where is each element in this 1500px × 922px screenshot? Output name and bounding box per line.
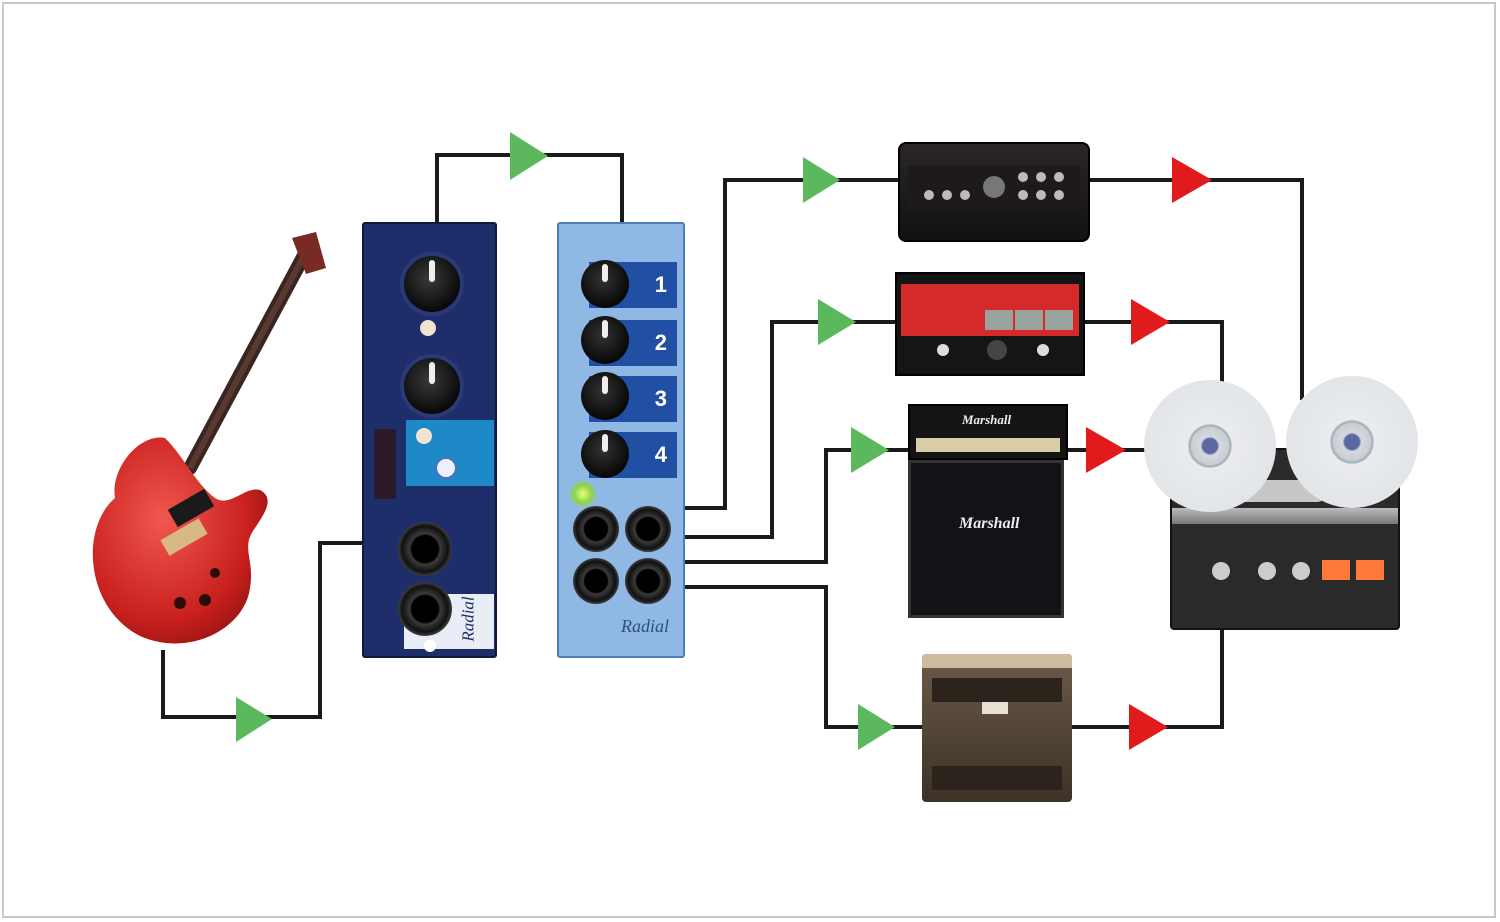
preamp-module: Radial	[362, 222, 497, 658]
marshall-head-logo: Marshall	[962, 412, 1012, 427]
arrow-red-amp2-recorder	[1131, 299, 1170, 345]
drag-knob[interactable]	[434, 456, 458, 480]
combo-amp	[922, 654, 1072, 802]
wire-amp2-to-recorder	[1081, 320, 1224, 400]
bottom-led	[424, 640, 436, 652]
amp-head-2	[895, 272, 1085, 376]
marshall-head: Marshall	[908, 404, 1068, 460]
wire-amp1-to-recorder	[1086, 178, 1304, 400]
channel-4-label: 4	[654, 442, 667, 467]
vu-meter-left	[1322, 560, 1350, 580]
drag-control-panel	[406, 420, 494, 486]
vu-meter-right	[1356, 560, 1384, 580]
channel-4-knob[interactable]	[581, 430, 629, 478]
combo-amp-badge	[982, 702, 1008, 714]
wire-amp4-to-recorder	[1072, 626, 1224, 729]
guitar-icon	[92, 232, 326, 644]
output-jack[interactable]	[398, 582, 452, 636]
marshall-cabinet: Marshall	[908, 460, 1064, 618]
input-jack[interactable]	[398, 522, 452, 576]
tape-reel-left	[1144, 380, 1276, 512]
indicator-leds	[374, 429, 396, 499]
tape-reel-right	[1286, 376, 1418, 508]
splitter-logo: Radial	[621, 616, 669, 636]
marshall-cab-logo: Marshall	[959, 515, 1020, 532]
output-jack-1[interactable]	[573, 506, 619, 552]
channel-1-knob[interactable]	[581, 260, 629, 308]
arrow-red-amp3-recorder	[1086, 427, 1126, 473]
arrow-red-amp4-recorder	[1129, 704, 1168, 750]
channel-2-knob[interactable]	[581, 316, 629, 364]
filter-knob[interactable]	[404, 358, 460, 414]
arrow-green-splitter-amp2	[818, 299, 856, 345]
output-jack-3[interactable]	[573, 558, 619, 604]
gain-knob[interactable]	[404, 256, 460, 312]
drag-button[interactable]	[416, 428, 432, 444]
wire-splitter-to-amp2	[660, 320, 897, 539]
output-jack-2[interactable]	[625, 506, 671, 552]
channel-1-label: 1	[654, 272, 667, 297]
arrow-green-guitar-preamp	[236, 697, 272, 742]
arrow-green-splitter-amp3	[851, 427, 889, 473]
channel-3-knob[interactable]	[581, 372, 629, 420]
arrow-green-splitter-amp1	[803, 157, 840, 203]
toggle-switch[interactable]	[420, 320, 436, 336]
channel-2-label: 2	[654, 330, 667, 355]
output-jack-4[interactable]	[625, 558, 671, 604]
wire-guitar-to-preamp	[161, 541, 395, 719]
wire-splitter-to-amp4	[660, 585, 924, 729]
arrow-red-amp1-recorder	[1172, 157, 1212, 203]
marshall-head-panel	[916, 438, 1060, 452]
preamp-logo: Radial	[458, 596, 478, 642]
amp-head-1	[898, 142, 1090, 242]
arrow-green-splitter-amp4	[858, 704, 895, 750]
splitter-module: 1 2 3 4 Radial	[557, 222, 685, 658]
channel-3-label: 3	[654, 386, 667, 411]
power-led	[569, 480, 597, 508]
arrow-green-preamp-splitter	[510, 132, 548, 180]
amp-head-1-panel	[908, 166, 1080, 212]
